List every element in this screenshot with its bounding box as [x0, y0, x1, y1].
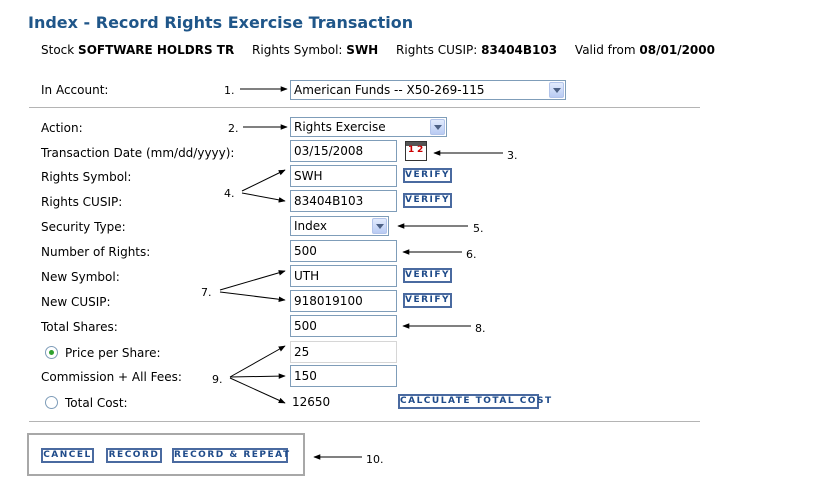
- verify-rights-symbol-button[interactable]: VERIFY: [403, 168, 452, 183]
- divider-top: [29, 107, 700, 108]
- stock-value: SOFTWARE HOLDRS TR: [78, 43, 235, 57]
- calculate-total-cost-button[interactable]: CALCULATE TOTAL COST: [398, 394, 551, 409]
- security-type-select-value: Index: [294, 219, 328, 233]
- arrow-4b: [241, 192, 286, 203]
- rights-cusip-value: 83404B103: [481, 43, 558, 57]
- total-shares-label: Total Shares:: [41, 320, 118, 334]
- arrow-9b: [229, 373, 286, 379]
- commission-input[interactable]: 150: [290, 365, 397, 387]
- arrow-7b: [219, 291, 286, 303]
- chevron-down-icon[interactable]: [372, 218, 387, 234]
- verify-new-cusip-button[interactable]: VERIFY: [403, 293, 452, 308]
- price-input[interactable]: 25: [290, 341, 397, 363]
- callout-8: 8.: [475, 322, 486, 335]
- price-label: Price per Share:: [65, 346, 161, 360]
- account-select[interactable]: American Funds -- X50-269-115: [290, 80, 566, 100]
- security-type-select[interactable]: Index: [290, 216, 389, 236]
- rights-symbol-input[interactable]: SWH: [290, 165, 397, 187]
- action-buttons-box: [27, 433, 305, 476]
- verify-rights-cusip-button[interactable]: VERIFY: [403, 193, 452, 208]
- callout-1: 1.: [224, 84, 235, 97]
- new-cusip-input[interactable]: 918019100: [290, 290, 397, 312]
- record-and-repeat-button[interactable]: RECORD & REPEAT: [172, 448, 289, 463]
- arrow-7a: [219, 270, 286, 291]
- new-symbol-input[interactable]: UTH: [290, 265, 397, 287]
- page-title: Index - Record Rights Exercise Transacti…: [28, 13, 414, 32]
- action-select[interactable]: Rights Exercise: [290, 117, 447, 137]
- verify-new-symbol-button[interactable]: VERIFY: [403, 268, 452, 283]
- security-type-label: Security Type:: [41, 220, 126, 234]
- rights-cusip-label: Rights CUSIP:: [396, 43, 478, 57]
- rights-symbol-field-label: Rights Symbol:: [41, 170, 132, 184]
- rights-cusip-field-label: Rights CUSIP:: [41, 195, 123, 209]
- chevron-down-icon[interactable]: [549, 82, 564, 98]
- date-label: Transaction Date (mm/dd/yyyy):: [41, 146, 235, 160]
- total-cost-value: 12650: [292, 395, 331, 409]
- num-rights-label: Number of Rights:: [41, 245, 151, 259]
- account-select-value: American Funds -- X50-269-115: [294, 83, 485, 97]
- total-shares-input[interactable]: 500: [290, 315, 397, 337]
- callout-9: 9.: [212, 373, 223, 386]
- new-symbol-label: New Symbol:: [41, 270, 120, 284]
- rights-symbol-value: SWH: [346, 43, 379, 57]
- new-cusip-label: New CUSIP:: [41, 295, 111, 309]
- callout-4: 4.: [224, 187, 235, 200]
- record-button[interactable]: RECORD: [106, 448, 162, 463]
- commission-label: Commission + All Fees:: [41, 370, 182, 384]
- divider-bottom: [29, 421, 700, 422]
- price-per-share-radio[interactable]: [45, 346, 58, 359]
- action-label: Action:: [41, 121, 83, 135]
- stock-label: Stock: [41, 43, 75, 57]
- callout-5: 5.: [473, 222, 484, 235]
- chevron-down-icon[interactable]: [430, 119, 445, 135]
- date-input[interactable]: 03/15/2008: [290, 140, 397, 162]
- valid-from-label: Valid from: [574, 43, 636, 57]
- cancel-button[interactable]: CANCEL: [41, 448, 94, 463]
- stock-info-line: Stock SOFTWARE HOLDRS TR Rights Symbol: …: [41, 43, 715, 57]
- rights-cusip-input[interactable]: 83404B103: [290, 190, 397, 212]
- arrow-9c: [229, 377, 286, 404]
- callout-10: 10.: [366, 453, 384, 466]
- callout-6: 6.: [466, 248, 477, 261]
- callout-2: 2.: [228, 122, 239, 135]
- callout-3: 3.: [507, 149, 518, 162]
- callout-7: 7.: [201, 286, 212, 299]
- account-label: In Account:: [41, 83, 109, 97]
- valid-from-value: 08/01/2000: [639, 43, 715, 57]
- total-cost-label: Total Cost:: [65, 396, 128, 410]
- num-rights-input[interactable]: 500: [290, 240, 397, 262]
- total-cost-radio[interactable]: [45, 396, 58, 409]
- arrow-9a: [229, 345, 286, 378]
- arrow-4a: [241, 169, 286, 192]
- rights-symbol-label: Rights Symbol:: [252, 43, 343, 57]
- action-select-value: Rights Exercise: [294, 120, 386, 134]
